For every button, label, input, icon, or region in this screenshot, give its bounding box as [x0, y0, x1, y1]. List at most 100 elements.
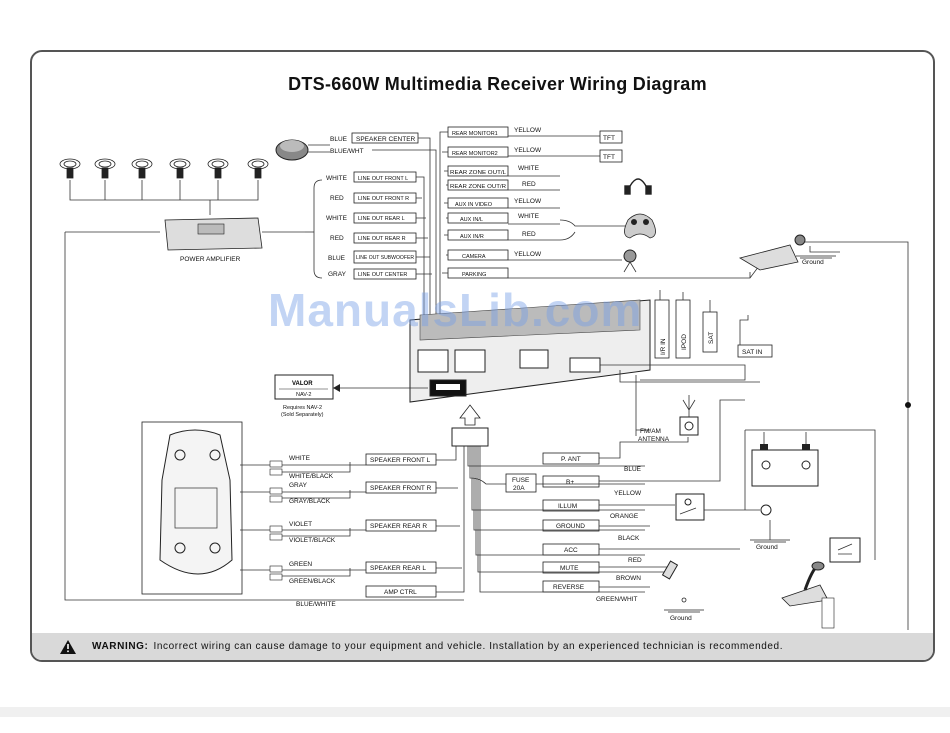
power-label: GROUND — [556, 523, 585, 530]
line-out-label: LINE OUT FRONT L — [358, 176, 408, 182]
warning-label: WARNING: — [92, 641, 149, 652]
port-label: SAT IN — [742, 349, 763, 356]
speaker-icon — [169, 158, 191, 179]
port-label: IPOD — [681, 334, 688, 350]
input-color: RED — [522, 181, 536, 188]
line-out-label: LINE OUT CENTER — [358, 272, 407, 278]
input-color: RED — [522, 231, 536, 238]
input-color: YELLOW — [514, 127, 542, 134]
power-color: GREEN/WHIT — [596, 596, 638, 603]
input-label: REAR ZONE OUT/L — [450, 170, 506, 176]
line-out-color: WHITE — [326, 215, 348, 222]
fuse-label: 20A — [513, 485, 525, 492]
av-inputs: REAR MONITOR1 YELLOW REAR MONITOR2 YELLO… — [439, 126, 600, 330]
nav-note: Requires NAV-2 — [283, 405, 322, 411]
side-ports: I/R IN IPOD SAT SAT IN — [654, 290, 773, 359]
line-out-color: RED — [330, 195, 344, 202]
speaker-icon — [131, 158, 153, 179]
ground-label: Ground — [670, 615, 692, 622]
power-label: REVERSE — [553, 584, 585, 591]
speaker-label: SPEAKER FRONT L — [370, 457, 431, 464]
line-out-color: WHITE — [326, 175, 348, 182]
ground-label: Ground — [802, 259, 824, 266]
wire-label: SPEAKER CENTER — [356, 136, 416, 143]
speaker-wire-color: WHITE — [289, 455, 311, 462]
speaker-icons — [59, 158, 269, 215]
line-out-label: LINE OUT SUBWOOFER — [356, 255, 414, 261]
speaker-wire-color: GRAY — [289, 482, 308, 489]
nav-model: NAV-2 — [296, 392, 312, 398]
input-label: PARKING — [462, 272, 486, 278]
input-label: AUX IN/L — [460, 217, 483, 223]
speaker-icon — [59, 158, 81, 179]
speaker-label: SPEAKER REAR R — [370, 523, 427, 530]
ground-label: Ground — [756, 544, 778, 551]
warning-bar: WARNING: Incorrect wiring can cause dama… — [32, 633, 933, 660]
nav-note: (Sold Separately) — [281, 412, 324, 418]
amplifier-label: POWER AMPLIFIER — [180, 256, 241, 263]
watermark: ManualsLib.com — [268, 284, 643, 336]
battery-icon — [744, 429, 876, 560]
wire-color: BLUE — [330, 136, 348, 143]
power-label: ACC — [564, 547, 578, 554]
input-color: YELLOW — [514, 251, 542, 258]
gear-shift-icon — [781, 561, 835, 629]
power-color: ORANGE — [610, 513, 639, 520]
port-label: SAT — [708, 332, 715, 344]
line-out-color: BLUE — [328, 255, 346, 262]
power-color: BLACK — [618, 535, 640, 542]
input-color: YELLOW — [514, 147, 542, 154]
tft-monitors: TFT TFT — [599, 130, 623, 163]
power-color: BLUE — [624, 466, 642, 473]
power-wires: P. ANT BLUE B+ YELLOW ILLUM ORANGE GROUN… — [467, 399, 745, 603]
power-label: P. ANT — [561, 456, 581, 463]
camera-icon — [623, 249, 637, 273]
car-diagram — [141, 421, 243, 595]
speaker-wire-color2: GREEN/BLACK — [289, 578, 336, 585]
nav-module: VALOR NAV-2 Requires NAV-2 (Sold Separat… — [274, 374, 428, 418]
page-title: DTS-660W Multimedia Receiver Wiring Diag… — [288, 74, 707, 94]
nav-brand: VALOR — [292, 381, 313, 387]
illumination-switch — [675, 493, 772, 521]
power-amplifier: POWER AMPLIFIER — [164, 217, 263, 263]
line-out-group: WHITE LINE OUT FRONT L RED LINE OUT FRON… — [305, 171, 432, 330]
scan-edge — [0, 707, 950, 717]
ground-icon — [750, 539, 790, 543]
gamepad-icon — [624, 213, 656, 239]
input-label: AUX IN/R — [460, 234, 484, 240]
fuse-label: FUSE — [512, 477, 530, 484]
speaker-label: SPEAKER REAR L — [370, 565, 426, 572]
speaker-wire-color: GREEN — [289, 561, 312, 568]
headphones-icon — [624, 178, 652, 195]
input-label: REAR ZONE OUT/R — [450, 184, 506, 190]
parking-brake-icon — [738, 234, 806, 271]
line-out-label: LINE OUT REAR R — [358, 236, 406, 242]
speaker-icon — [247, 158, 269, 179]
input-label: REAR MONITOR1 — [452, 131, 498, 137]
receiver-unit — [409, 299, 651, 403]
speaker-label: SPEAKER FRONT R — [370, 485, 432, 492]
input-label: CAMERA — [462, 254, 486, 260]
line-out-label: LINE OUT REAR L — [358, 216, 405, 222]
antenna-label: ANTENNA — [638, 436, 670, 443]
input-label: REAR MONITOR2 — [452, 151, 498, 157]
warning-text: Incorrect wiring can cause damage to you… — [153, 641, 784, 652]
relay-icon — [829, 537, 861, 563]
input-color: WHITE — [518, 165, 540, 172]
antenna-label: FM/AM — [640, 428, 661, 435]
phone-icon — [661, 560, 679, 580]
line-out-label: LINE OUT FRONT R — [358, 196, 409, 202]
speaker-wire-color2: WHITE/BLACK — [289, 473, 334, 480]
power-label: MUTE — [560, 565, 579, 572]
amp-ctrl-color: BLUE/WHITE — [296, 601, 336, 608]
power-label: ILLUM — [558, 503, 577, 510]
center-speaker-wires: BLUE SPEAKER CENTER BLUE/WHT — [308, 132, 437, 330]
power-color: RED — [628, 557, 642, 564]
antenna-icon: FM/AM ANTENNA — [635, 375, 699, 443]
warning-icon — [60, 639, 76, 654]
speaker-icon — [207, 158, 229, 179]
power-label: B+ — [566, 479, 574, 486]
ground-icon — [664, 597, 704, 613]
speaker-wire-color2: GRAY/BLACK — [289, 498, 331, 505]
